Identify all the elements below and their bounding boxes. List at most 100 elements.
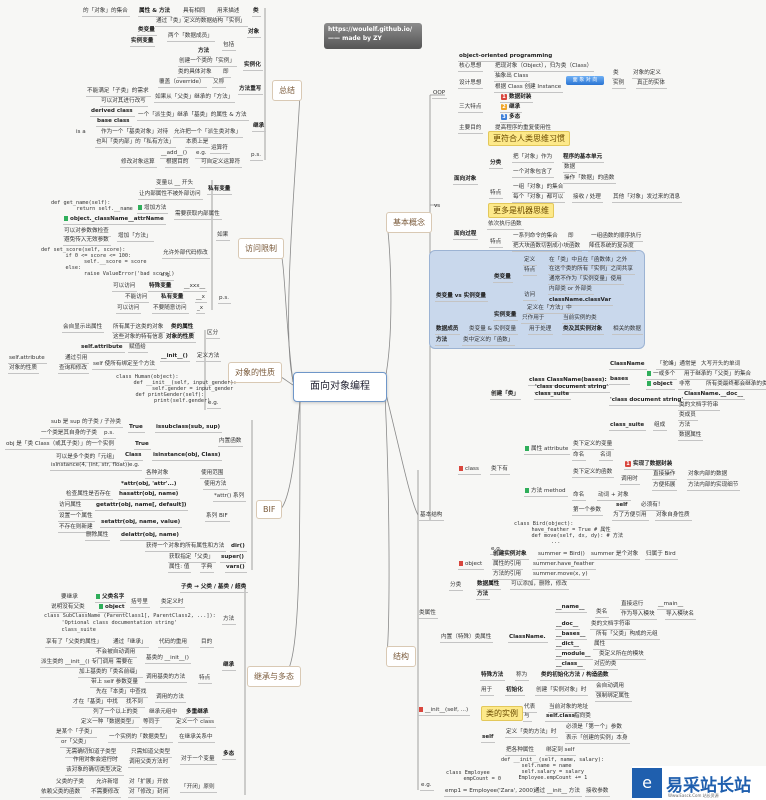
basic-concepts-node[interactable]: 类 [612, 70, 621, 79]
basic-structure-node[interactable]: 'class document string' [609, 397, 686, 406]
basic-structure-node[interactable]: 类的文档字符串 [678, 402, 721, 411]
inheritance-node[interactable]: 括号里 [130, 599, 150, 608]
access-restriction-node[interactable]: 特殊变量 [148, 283, 174, 292]
object-nature-node[interactable]: 通过引用 [64, 355, 90, 364]
inheritance-node[interactable]: 调用基类的方法 [145, 674, 188, 683]
summary-node[interactable]: 可自定义运算符 [200, 159, 243, 168]
basic-structure-node[interactable]: class ClassName(bases): [528, 377, 609, 386]
basic-concepts-node[interactable]: 把现对象（Object），归为类（Class） [494, 63, 595, 72]
summary-node[interactable]: 不能满足「子类」的需求 [86, 88, 151, 97]
summary-node[interactable]: 如果从「父类」继承的「方法」 [154, 94, 236, 103]
inheritance-node[interactable]: 要继承 [60, 594, 80, 603]
inheritance-node[interactable]: 'Optional class documentation string' [48, 620, 179, 628]
bif-node[interactable]: 系列 BIF [205, 513, 230, 522]
inheritance-node[interactable]: 该对象的确切类型决定 [65, 767, 124, 776]
structure-node[interactable]: 代表 [523, 704, 538, 713]
structure-node[interactable]: 绑定到 self [545, 747, 577, 756]
structure-node[interactable]: 类定义所在的模块 [598, 651, 646, 660]
bif-node[interactable]: 访问属性 [58, 502, 84, 511]
basic-structure-node[interactable]: 调用时 [620, 476, 640, 485]
basic-structure-node[interactable]: 名词 [599, 452, 614, 461]
summary-node[interactable]: 实例化 [243, 62, 263, 71]
inheritance-node[interactable]: 对「修改」封闭 [128, 789, 171, 798]
object-nature-node[interactable]: 会自显示出属性 [62, 324, 105, 333]
branch-object-nature[interactable]: 对象的性质 [228, 362, 282, 383]
access-restriction-node[interactable]: 不要随意访问 [152, 305, 189, 314]
bif-node[interactable]: 内置函数 [218, 438, 244, 447]
structure-node[interactable]: 所有「父类」构成的元组 [595, 631, 660, 640]
basic-structure-node[interactable]: ClassName [609, 361, 647, 370]
basic-structure-node[interactable]: 第一个参数 [572, 507, 603, 516]
basic-concepts-node[interactable]: 即 [567, 233, 576, 242]
bif-node[interactable]: 属性: 值 [168, 564, 192, 573]
basic-concepts-node[interactable]: 在「类」中且在「函数体」之外 [548, 257, 630, 266]
summary-node[interactable]: base class [96, 118, 132, 127]
basic-structure-node[interactable]: 方法 [678, 422, 693, 431]
bif-node[interactable]: isinstance(4, (int, str, float)) [50, 462, 132, 471]
summary-node[interactable]: 覆盖（override） [158, 79, 207, 88]
bif-node[interactable]: 使用方法 [203, 481, 229, 490]
basic-structure-node[interactable]: 对象自身性质 [655, 512, 692, 521]
object-nature-node[interactable]: self.attribute [8, 355, 47, 364]
object-nature-node[interactable]: __init__() [160, 353, 190, 362]
object-nature-node[interactable]: 这些对象的特有信息 [112, 334, 166, 343]
basic-structure-node[interactable]: 直接操作 [652, 471, 678, 480]
summary-node[interactable]: 修改对象运算 [120, 159, 157, 168]
structure-node[interactable]: self.name = name [508, 763, 573, 771]
bif-node[interactable]: issubclass(sub, sup) [155, 424, 223, 433]
bif-node[interactable]: True [134, 441, 151, 450]
basic-concepts-node[interactable]: 每个「对象」都可以 [512, 194, 566, 203]
object-nature-node[interactable]: def printGender(self): [122, 392, 206, 400]
basic-concepts-node[interactable]: 把大块函数切割成小块函数 [512, 243, 583, 252]
summary-node[interactable]: e.g. [195, 150, 209, 159]
summary-node[interactable]: 作为一个「基类对象」对待 [100, 129, 171, 138]
summary-node[interactable]: 属性 & 方法 [138, 8, 173, 17]
basic-concepts-node[interactable]: 类变量 vs 实例变量 [435, 293, 489, 302]
basic-concepts-node[interactable]: 数据成员 [435, 326, 461, 335]
object-nature-node[interactable]: 类的属性 [170, 324, 196, 333]
inheritance-node[interactable]: 定义一种「数据类型」 [80, 719, 139, 728]
basic-concepts-node[interactable]: 更符合人类思维习惯 [488, 131, 570, 146]
basic-concepts-node[interactable]: 特点 [489, 239, 504, 248]
basic-structure-node[interactable]: bases [609, 376, 631, 385]
basic-structure-node[interactable]: 一或多个 [646, 371, 678, 380]
basic-structure-node[interactable]: 类下有 [490, 466, 510, 475]
structure-node[interactable]: 属性 [593, 641, 608, 650]
access-restriction-node[interactable]: object._className__attrName [63, 216, 166, 225]
basic-structure-node[interactable]: 组成 [653, 422, 668, 431]
summary-node[interactable]: 类变量 [137, 27, 157, 36]
summary-node[interactable]: 用来描述 [216, 8, 242, 17]
bif-node[interactable]: 删除属性 [85, 532, 111, 541]
basic-structure-node[interactable]: summer.move(x, y) [532, 571, 590, 580]
summary-node[interactable]: 具有相同 [182, 8, 208, 17]
structure-node[interactable]: 特殊方法 [480, 672, 506, 681]
object-nature-node[interactable]: def __init__(self, input_gender): [120, 380, 239, 388]
structure-node[interactable]: 创建「实例对象」时 [535, 687, 589, 696]
structure-node[interactable]: emp1 = Employee('Zara', 2000) [444, 788, 538, 797]
central-topic[interactable]: 面向对象编程 [293, 372, 387, 402]
structure-node[interactable]: 表示「创建的实例」本身 [565, 735, 630, 744]
basic-concepts-node[interactable]: 把「对象」作为 [512, 154, 555, 163]
object-nature-node[interactable]: self.attribute [80, 344, 125, 353]
access-restriction-node[interactable]: def set_score(self, score): [40, 247, 127, 255]
inheritance-node[interactable]: 子类 → 父类 / 基类 / 超类 [180, 584, 249, 593]
basic-concepts-node[interactable]: 接收 / 处理 [572, 194, 603, 203]
structure-node[interactable]: __init__(self, ...) [418, 707, 471, 716]
access-restriction-node[interactable]: else: [52, 265, 83, 273]
inheritance-node[interactable]: 加上基类的「类名前缀」 [78, 669, 143, 678]
access-restriction-node[interactable]: 私有变量 [160, 294, 186, 303]
summary-node[interactable]: 一个「派生类」继承「基类」的属性 & 方法 [137, 112, 249, 121]
inheritance-node[interactable]: 多重继承 [185, 709, 211, 718]
bif-node[interactable]: 使用范围 [200, 470, 226, 479]
access-restriction-node[interactable]: 需要获取内部属性 [174, 211, 222, 220]
inheritance-node[interactable]: 带上 self 参数变量 [90, 679, 140, 688]
access-restriction-node[interactable]: p.s. [218, 295, 232, 304]
structure-node[interactable]: 指向类 [573, 713, 593, 722]
structure-node[interactable]: 可以添加，删除，修改 [510, 581, 569, 590]
object-nature-node[interactable]: class Human(object): [115, 374, 180, 382]
basic-concepts-node[interactable]: 用于处理 [528, 326, 554, 335]
basic-structure-node[interactable]: 命名 [572, 492, 587, 501]
inheritance-node[interactable]: 目的 [200, 639, 215, 648]
basic-concepts-node[interactable]: 一个对象包含了 [512, 169, 555, 178]
structure-node[interactable]: 称为 [515, 672, 530, 681]
